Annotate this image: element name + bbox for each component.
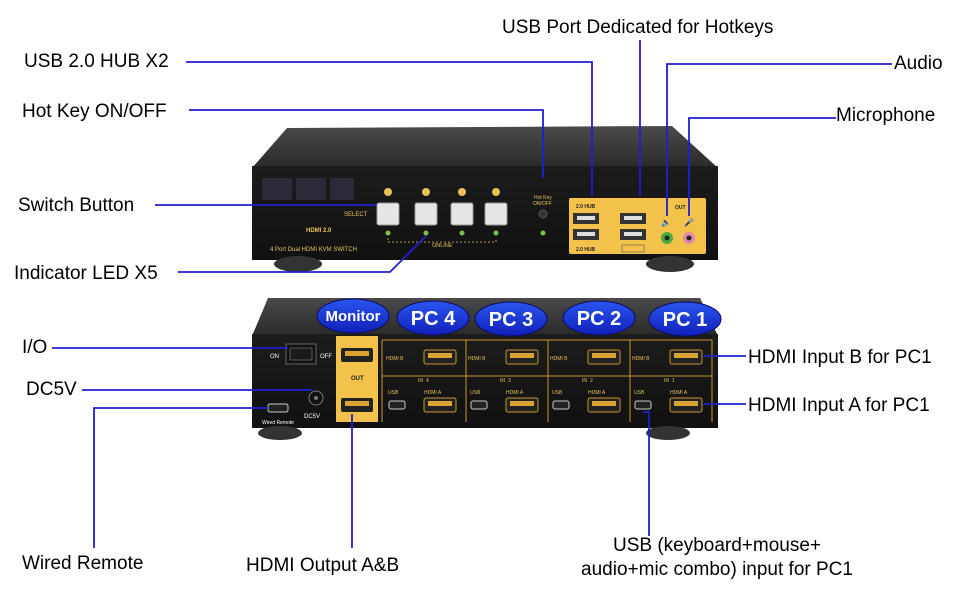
pill-pc2-label: PC 2 [577, 308, 621, 330]
wired-remote-port [267, 403, 289, 413]
leader-hotkey [189, 109, 544, 178]
pill-pc1-label: PC 1 [663, 309, 707, 331]
in-label-4: IN [418, 378, 423, 384]
usb-label-4: USB [388, 390, 399, 396]
label-indicator-led: Indicator LED X5 [14, 263, 158, 284]
leader-microphone [688, 117, 836, 216]
pill-pc4: PC 4 [396, 300, 470, 336]
front-device: SELECT ONLINE Hot Key ON/OFF HDMI 2.0 4 … [252, 126, 718, 272]
label-usb-combo-line2: audio+mic combo) input for PC1 [581, 559, 853, 580]
leader-usb-hub [186, 61, 593, 196]
usb-label-2: USB [552, 390, 563, 396]
speaker-icon: 🔈 [661, 218, 671, 227]
off-text: OFF [320, 354, 332, 360]
leader-audio [666, 63, 892, 216]
port-number-1: 1 [672, 378, 675, 384]
hotkey-button [538, 209, 548, 219]
in-label-2: IN [582, 378, 587, 384]
pill-pc1: PC 1 [648, 301, 722, 337]
hotkey-led [540, 230, 546, 236]
label-wired-remote: Wired Remote [22, 553, 144, 574]
microphone-icon: 🎤 [684, 217, 694, 227]
leader-wired-remote [93, 407, 268, 548]
label-dc5v: DC5V [26, 379, 77, 400]
usb-label-3: USB [470, 390, 481, 396]
leader-lines [52, 40, 892, 548]
label-hdmi-input-b: HDMI Input B for PC1 [748, 347, 932, 368]
out-back-text: OUT [351, 376, 364, 382]
port-number-3: 3 [508, 378, 511, 384]
port-number-2: 2 [590, 378, 593, 384]
label-usb-combo-line1: USB (keyboard+mouse+ [612, 535, 822, 556]
label-io: I/O [22, 337, 48, 358]
hdmi-a-label-4: HDMI A [424, 390, 442, 396]
switch-buttons [376, 188, 508, 243]
hdmi-a-label-2: HDMI A [588, 390, 606, 396]
dc5v-text: DC5V [304, 414, 320, 420]
hub-text: 2.0 HUB [576, 204, 596, 210]
hdmi-a-label-1: HDMI A [670, 390, 688, 396]
label-hdmi-input-a: HDMI Input A for PC1 [748, 395, 930, 416]
label-switch-button: Switch Button [18, 195, 135, 216]
hotkey-text: Hot Key [534, 195, 552, 201]
label-hot-key: Hot Key ON/OFF [22, 101, 167, 122]
in-label-3: IN [500, 378, 505, 384]
pill-monitor: Monitor [316, 298, 390, 334]
label-usb-dedicated: USB Port Dedicated for Hotkeys [502, 17, 774, 38]
hdmi-b-label-2: HDMI B [550, 356, 568, 362]
pill-monitor-label: Monitor [326, 308, 381, 325]
label-usb-hub: USB 2.0 HUB X2 [24, 51, 169, 72]
hdmi-a-label-3: HDMI A [506, 390, 524, 396]
label-hdmi-output: HDMI Output A&B [246, 555, 400, 576]
wired-remote-text: Wired Remote [262, 420, 294, 426]
select-text: SELECT [344, 212, 368, 218]
hub-text-2: 2.0 HUB [576, 247, 596, 253]
pill-pc3-label: PC 3 [489, 309, 533, 331]
pill-pc4-label: PC 4 [411, 308, 456, 330]
hdmi-b-label-3: HDMI B [468, 356, 486, 362]
leader-indicator-led [178, 235, 427, 273]
label-microphone: Microphone [836, 105, 936, 126]
hdmi-b-label-1: HDMI B [632, 356, 650, 362]
hdmi-b-label-4: HDMI B [386, 356, 404, 362]
online-text: ONLINE [432, 243, 453, 249]
brand-line1: HDMI 2.0 [306, 228, 332, 234]
brand-line2: 4 Port Dual HDMI KVM SWITCH [270, 247, 357, 253]
leader-usb-combo [643, 411, 650, 536]
port-number-4: 4 [426, 378, 429, 384]
pill-pc2: PC 2 [562, 300, 636, 336]
in-label-1: IN [664, 378, 669, 384]
label-audio: Audio [894, 53, 943, 74]
pc-input-ports [381, 339, 713, 422]
usb-label-1: USB [634, 390, 645, 396]
hotkey-onoff-text: ON/OFF [533, 201, 552, 207]
on-text: ON [270, 354, 279, 360]
pill-pc3: PC 3 [474, 301, 548, 337]
out-text: OUT [675, 205, 686, 211]
